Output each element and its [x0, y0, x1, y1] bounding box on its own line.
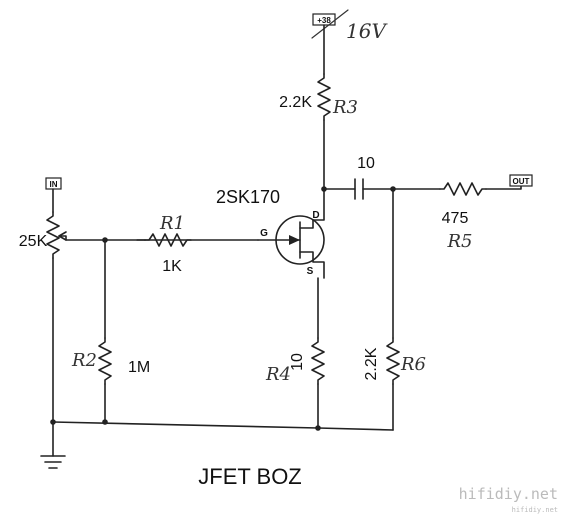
- r3-value: 2.2K: [279, 94, 312, 111]
- r3-ref: R3: [332, 97, 358, 118]
- watermark-main: hifidiy.net: [459, 485, 558, 503]
- r6-ref: R6: [400, 354, 426, 375]
- watermark-small: hifidiy.net: [512, 506, 558, 514]
- r2-resistor: [98, 337, 112, 385]
- drain-wire: [312, 119, 325, 221]
- r2-value: 1M: [128, 359, 150, 376]
- jfet-source-pin: S: [307, 266, 314, 277]
- jfet-part-number: 2SK170: [216, 187, 280, 207]
- r4-resistor: [311, 337, 325, 385]
- jfet-drain-lead: [299, 219, 314, 229]
- ground-junction-r2: [102, 419, 108, 425]
- r1-resistor: [144, 233, 192, 247]
- r6-resistor: [386, 337, 400, 385]
- r4-ref: R4: [265, 364, 291, 385]
- cap-value: 10: [357, 155, 375, 172]
- ground-symbol: [40, 455, 66, 469]
- r1-value: 1K: [162, 258, 182, 275]
- r1-ref: R1: [159, 213, 185, 234]
- r4-value: 10: [289, 353, 306, 371]
- r5-resistor: [439, 182, 487, 196]
- jfet-gate-arrow: [289, 235, 300, 245]
- pot-wiper-wire: [58, 235, 259, 241]
- ground-junction-r4: [315, 425, 321, 431]
- supply-tag-label: +38: [317, 16, 331, 25]
- r5-ref: R5: [446, 231, 472, 252]
- pot-resistor: [46, 211, 60, 259]
- supply-strike-line: [311, 9, 349, 39]
- r2-ref: R2: [71, 350, 97, 371]
- jfet-drain-pin: D: [312, 210, 319, 221]
- in-terminal-label: IN: [50, 180, 58, 189]
- r6-value: 2.2K: [363, 347, 380, 380]
- out-terminal-label: OUT: [513, 177, 530, 186]
- supply-voltage-note: 16V: [346, 19, 388, 43]
- ground-junction-left: [50, 419, 56, 425]
- jfet-gate-pin: G: [260, 228, 268, 239]
- schematic-title: JFET BOZ: [198, 464, 302, 489]
- r5-value: 475: [442, 210, 469, 227]
- pot-value: 25K: [19, 233, 48, 250]
- r3-resistor: [317, 73, 331, 121]
- jfet-source-lead: [299, 251, 325, 279]
- out-terminal: [509, 174, 533, 187]
